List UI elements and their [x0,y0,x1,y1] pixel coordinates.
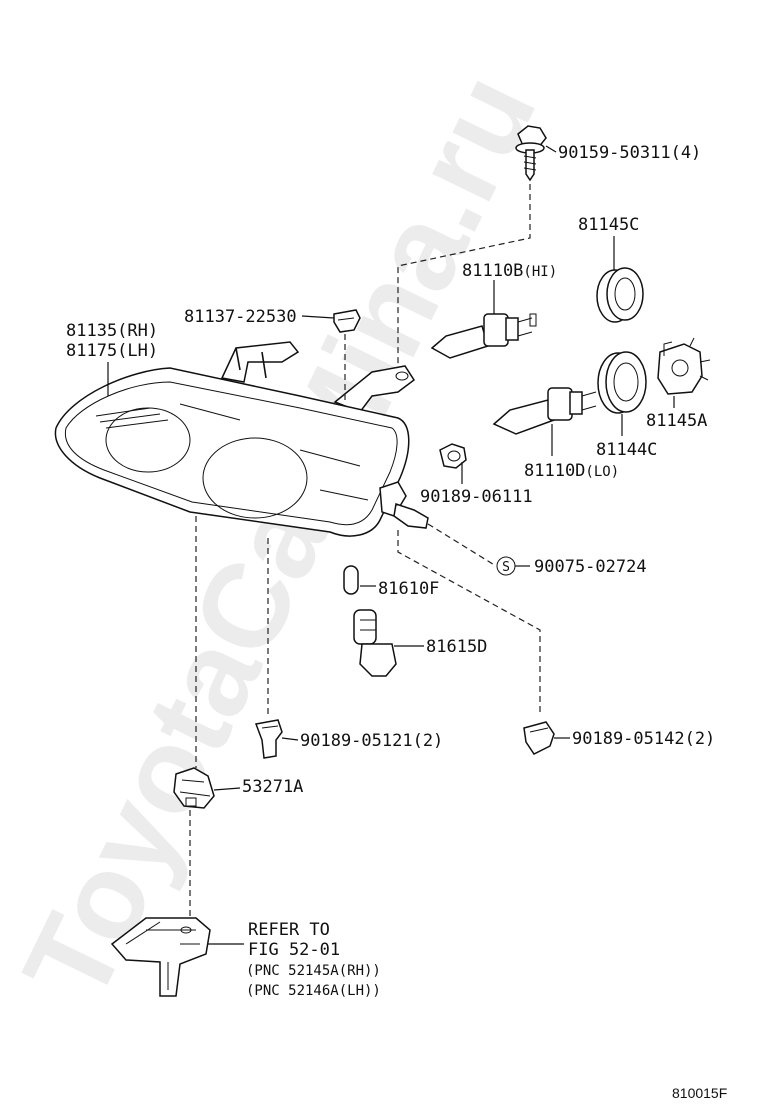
label-90075-02724: 90075-02724 [534,557,647,577]
headlamp-assembly [54,341,429,537]
bulb-81610f-icon [343,565,359,595]
refer-pnc-lh: (PNC 52146A(LH)) [246,983,381,999]
label-81175-lh: 81175(LH) [66,341,158,361]
label-81110b: 81110B(HI) [462,261,557,281]
label-81145c: 81145C [578,215,639,235]
refer-to-line: REFER TO [248,920,330,940]
bracket-left [220,341,300,383]
cover-81144c-icon [597,351,647,414]
label-53271a: 53271A [242,777,303,797]
label-90189-05121: 90189-05121(2) [300,731,443,751]
label-90189-05142: 90189-05142(2) [572,729,715,749]
bolt-90159-50311-icon [515,125,547,182]
label-81110d: 81110D(LO) [524,461,619,481]
bulb-81110b-icon [430,313,537,359]
label-81145a: 81145A [646,411,707,431]
headlamp-housing [54,367,410,537]
nut-90189-05121-icon [254,719,283,759]
s-mark: S [502,560,510,575]
bulb-81110d-icon [492,387,597,435]
figure-code: 810015F [672,1085,727,1101]
refer-fig-line: FIG 52-01 [248,940,340,960]
label-90159-50311: 90159-50311(4) [558,143,701,163]
label-81610f: 81610F [378,579,439,599]
clip-81137-22530-icon [333,309,361,333]
nut-90189-06111-icon [439,443,467,469]
reflector-right [202,437,308,519]
bracket-fig-52-01-icon [110,917,211,997]
label-81137-22530: 81137-22530 [184,307,297,327]
label-90189-06111: 90189-06111 [420,487,533,507]
label-81144c: 81144C [596,440,657,460]
adjust-screw-stud [393,503,429,529]
nut-90189-05142-icon [523,721,555,755]
watermark: ToyotaCarMina.ru [0,54,562,1022]
seal-81145c-icon [596,267,644,323]
refer-pnc-rh: (PNC 52145A(RH)) [246,963,381,979]
adjuster-53271a-icon [173,767,215,809]
label-81615d: 81615D [426,637,487,657]
socket-81615d-icon [353,609,397,677]
socket-81145a-icon [657,337,711,395]
label-81135-rh: 81135(RH) [66,321,158,341]
